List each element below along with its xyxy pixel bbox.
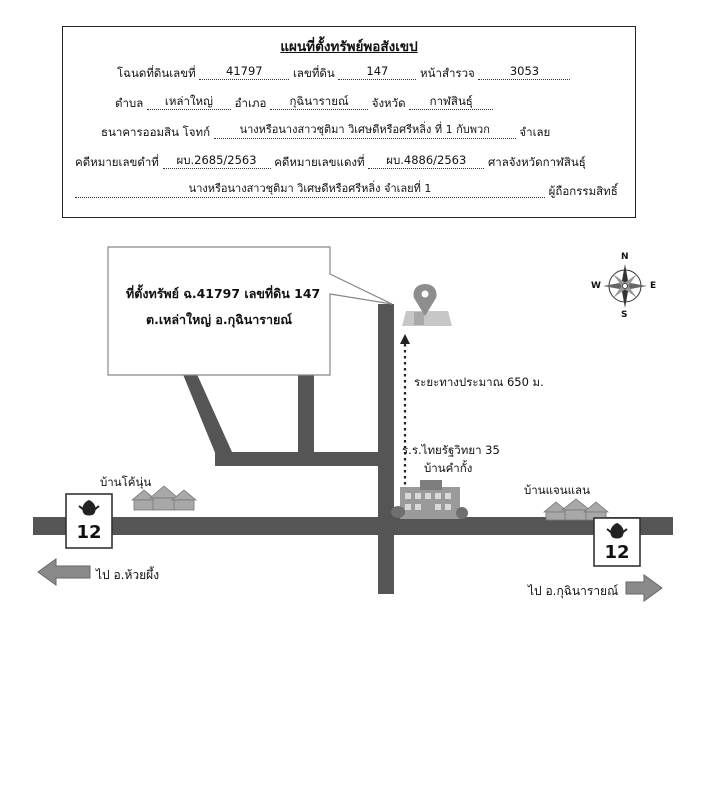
distance-label: ระยะทางประมาณ 650 ม.: [414, 375, 544, 389]
compass-s: S: [621, 310, 628, 320]
property-info-box: แผนที่ตั้งทรัพย์พอสังเขป โฉนดที่ดินเลขที…: [62, 26, 636, 218]
defendant-value: นางหรือนางสาวชุติมา วิเศษดีหรือศรีหลิ่ง …: [213, 124, 516, 139]
school-label: ร.ร.ไทยรัฐวิทยา 35: [402, 443, 500, 457]
red-case-number: ผบ.4886/2563: [368, 154, 485, 169]
black-case-label: คดีหมายเลขดำที่: [75, 155, 159, 169]
compass-n: N: [621, 252, 629, 262]
black-case-number: ผบ.2685/2563: [162, 154, 271, 169]
highway-shield-right-icon: [593, 517, 641, 567]
callout-line-1: ที่ตั้งทรัพย์ ฉ.41797 เลขที่ดิน 147: [126, 286, 321, 301]
defendant-suffix: จำเลย: [519, 125, 551, 139]
plaintiff-label: ธนาคารออมสิน โจทก์: [101, 125, 211, 139]
amphoe-label: อำเภอ: [234, 96, 267, 110]
access-road: [378, 304, 394, 594]
province-value: กาฬสินธุ์: [409, 95, 494, 110]
red-case-label: คดีหมายเลขแดงที่: [274, 155, 365, 169]
village-left-label: บ้านโค้นุ่น: [100, 475, 152, 489]
callout-line-2: ต.เหล่าใหญ่ อ.กุฉินารายณ์: [146, 312, 292, 327]
tambon-label: ตำบล: [115, 96, 144, 110]
amphoe-value: กุฉินารายณ์: [270, 95, 369, 110]
village-right-houses-icon: [542, 498, 610, 521]
survey-label: หน้าสำรวจ: [420, 66, 475, 80]
arrow-left-icon: [37, 558, 91, 586]
village-right-label: บ้านแจนแลน: [524, 483, 590, 497]
arrow-up-icon: [400, 334, 410, 344]
land-label: เลขที่ดิน: [292, 66, 335, 80]
callout-box: [107, 246, 393, 376]
location-map: ที่ตั้งทรัพย์ ฉ.41797 เลขที่ดิน 147 ต.เห…: [0, 232, 709, 800]
land-number: 147: [338, 65, 417, 80]
direction-left-label: ไป อ.ห้วยผึ้ง: [96, 568, 160, 582]
survey-number: 3053: [478, 65, 571, 80]
side-road-diagonal: [182, 372, 232, 460]
highway-number-right: 12: [604, 542, 630, 563]
owner-suffix: ผู้ถือกรรมสิทธิ์: [548, 184, 618, 198]
compass-w: W: [591, 281, 601, 291]
location-row: ตำบล เหล่าใหญ่ อำเภอ กุฉินารายณ์ จังหวัด…: [115, 95, 494, 110]
highway-road: [33, 517, 673, 535]
side-road-vertical: [298, 367, 314, 457]
compass-e: E: [650, 281, 657, 291]
deed-row: โฉนดที่ดินเลขที่ 41797 เลขที่ดิน 147 หน้…: [117, 65, 571, 80]
location-pin-icon: [402, 284, 452, 326]
parties-row: ธนาคารออมสิน โจทก์ นางหรือนางสาวชุติมา ว…: [101, 124, 550, 139]
deed-number: 41797: [199, 65, 290, 80]
compass-rose-icon: [603, 264, 647, 308]
arrow-right-icon: [625, 574, 663, 602]
highway-shield-left-icon: [65, 493, 113, 549]
school-icon: [391, 480, 468, 519]
tambon-value: เหล่าใหญ่: [146, 95, 231, 110]
case-row: คดีหมายเลขดำที่ ผบ.2685/2563 คดีหมายเลขแ…: [75, 154, 586, 169]
side-road-horizontal: [215, 452, 385, 466]
village-left-houses-icon: [130, 485, 198, 511]
province-label: จังหวัด: [371, 96, 406, 110]
direction-right-label: ไป อ.กุฉินารายณ์: [528, 584, 619, 598]
highway-number-left: 12: [76, 522, 102, 543]
map-drawing: [33, 246, 673, 602]
owner-row: นางหรือนางสาวชุติมา วิเศษดีหรือศรีหลิ่ง …: [75, 183, 618, 198]
document-title: แผนที่ตั้งทรัพย์พอสังเขป: [280, 39, 418, 55]
court-name: ศาลจังหวัดกาฬสินธุ์: [487, 155, 586, 169]
deed-label: โฉนดที่ดินเลขที่: [117, 66, 196, 80]
village-center-label: บ้านคำกั้ง: [424, 461, 473, 475]
owner-value: นางหรือนางสาวชุติมา วิเศษดีหรือศรีหลิ่ง …: [75, 183, 545, 198]
